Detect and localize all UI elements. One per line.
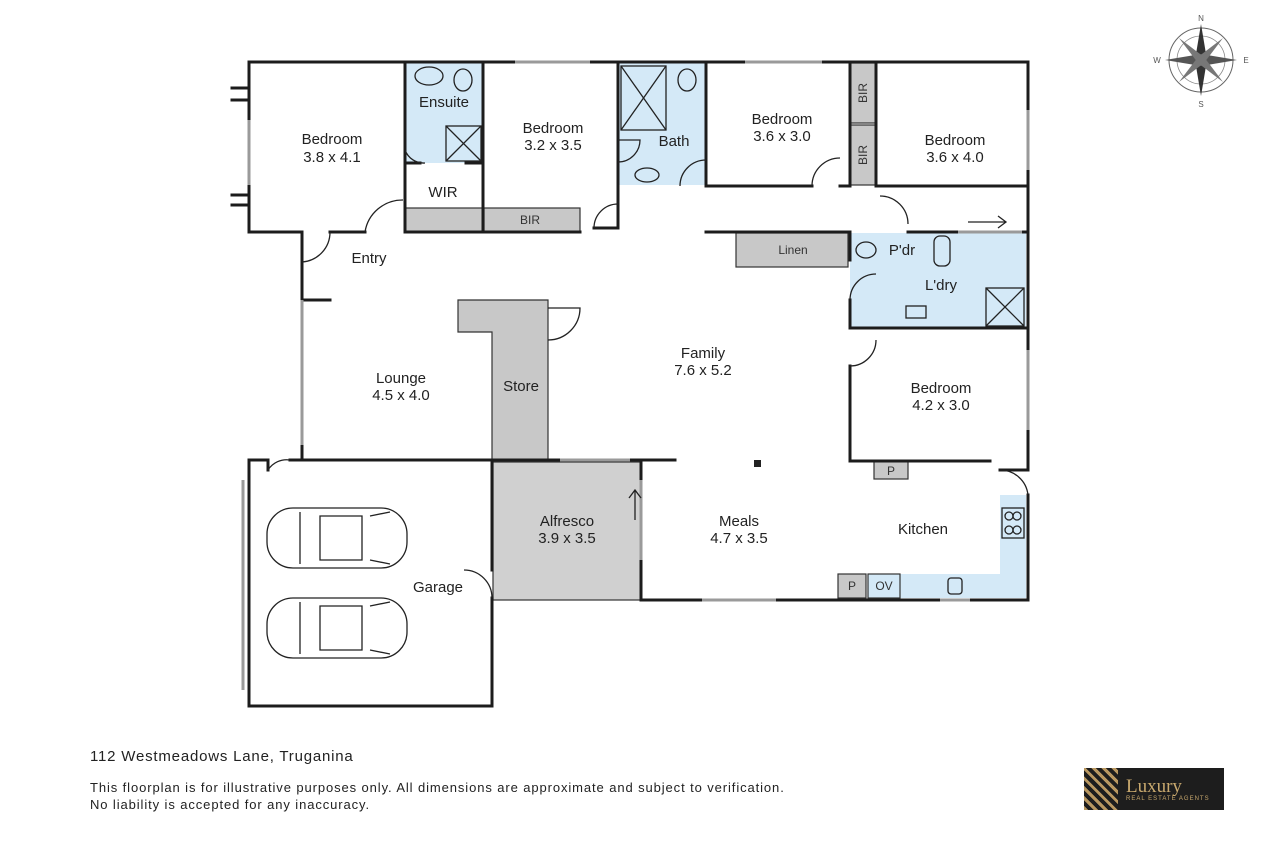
logo-text: Luxury REAL ESTATE AGENTS [1126,777,1210,802]
door-swings [267,139,1029,599]
svg-text:S: S [1198,100,1203,109]
bedroom5-name: Bedroom [911,380,972,397]
wir-name: WIR [428,184,457,201]
fixtures [414,65,1025,595]
meals-name: Meals [719,513,759,530]
family-name: Family [681,345,726,362]
bath-basin [634,167,660,183]
pdr-toilet [855,241,877,259]
ensuite-toilet [453,68,473,92]
agency-logo: Luxury REAL ESTATE AGENTS [1084,768,1224,810]
linen-cupboard [735,232,849,268]
alfresco-arrow [628,488,642,520]
store-name: Store [503,378,539,395]
disclaimer-line-1: This floorplan is for illustrative purpo… [90,780,785,795]
alfresco-name: Alfresco [540,513,594,530]
alfresco-size: 3.9 x 3.5 [538,530,596,547]
laundry-trough [985,287,1025,327]
alfresco-area [492,461,642,601]
pantry-2 [837,573,867,599]
bedroom3-size: 3.6 x 3.0 [753,128,811,145]
windows [241,60,1030,690]
property-address: 112 Westmeadows Lane, Truganina [90,748,354,765]
column [754,460,761,467]
bedroom3-name: Bedroom [752,111,813,128]
disclaimer: This floorplan is for illustrative purpo… [90,779,785,813]
linen-name: Linen [778,243,807,257]
car-icon [266,597,408,659]
svg-text:N: N [1198,14,1204,23]
room-labels: Bedroom 3.8 x 4.1 Ensuite WIR Bedroom 3.… [302,83,986,596]
lounge-size: 4.5 x 4.0 [372,387,430,404]
lounge-name: Lounge [376,370,426,387]
family-size: 7.6 x 5.2 [674,362,732,379]
bedroom2-size: 3.2 x 3.5 [524,137,582,154]
oven-name: OV [875,579,892,593]
compass-icon: N E S W [1153,14,1248,109]
bath-toilet [677,68,697,92]
bedroom1-name: Bedroom [302,131,363,148]
laundry-arrow [968,215,1008,229]
laundry-sink [905,305,927,319]
bir3-name: BIR [856,145,870,165]
logo-pattern [1084,768,1118,810]
bir2-name: BIR [856,83,870,103]
logo-main-text: Luxury [1126,775,1182,797]
walls [230,60,1030,708]
bedroom4-size: 3.6 x 4.0 [926,149,984,166]
oven [867,573,901,599]
bedroom4-name: Bedroom [925,132,986,149]
laundry-wet-area [850,233,1026,328]
pantry2-name: P [848,579,856,593]
ldry-name: L'dry [925,277,958,294]
bath-shower [620,65,667,131]
ensuite-wet-area [405,63,483,163]
entry-name: Entry [351,250,387,267]
pdr-name: P'dr [889,242,915,259]
bedroom5-size: 4.2 x 3.0 [912,397,970,414]
ensuite-name: Ensuite [419,94,469,111]
bedroom1-size: 3.8 x 4.1 [303,149,361,166]
svg-text:E: E [1243,56,1248,65]
svg-text:W: W [1153,56,1161,65]
garage-cars [266,507,408,659]
kitchen-sink [947,577,963,595]
car-icon [266,507,408,569]
garage-name: Garage [413,579,463,596]
bir-robe-3 [849,124,877,186]
kitchen-name: Kitchen [898,521,948,538]
ensuite-shower [445,125,482,162]
pantry1-name: P [887,464,895,478]
bir1-name: BIR [520,213,540,227]
meals-size: 4.7 x 3.5 [710,530,768,547]
bedroom2-name: Bedroom [523,120,584,137]
logo-sub-text: REAL ESTATE AGENTS [1126,795,1210,802]
ensuite-basin [414,66,444,86]
disclaimer-line-2: No liability is accepted for any inaccur… [90,797,370,812]
wir-robe [404,207,484,233]
bath-name: Bath [659,133,690,150]
cooktop [1001,507,1025,539]
pdr-basin [933,235,951,267]
